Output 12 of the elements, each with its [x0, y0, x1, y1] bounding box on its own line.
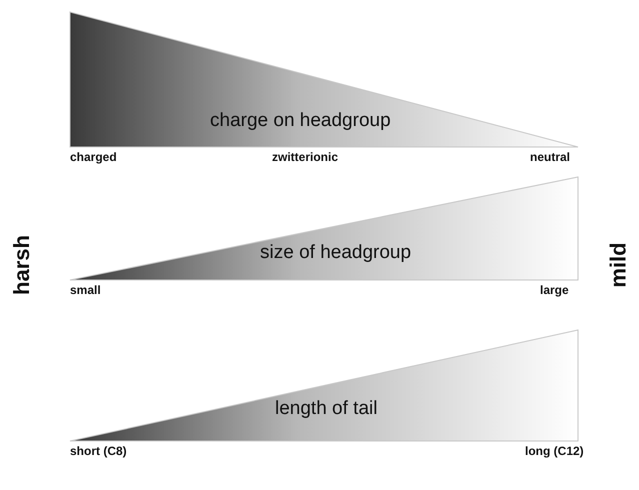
scale-tick-label: zwitterionic: [272, 150, 338, 164]
scale-tick-label: large: [540, 283, 569, 297]
scale-tick-label: short (C8): [70, 444, 127, 458]
scale-tick-label: long (C12): [525, 444, 584, 458]
scale-end-label: harsh: [8, 235, 35, 295]
wedge-label: length of tail: [275, 398, 378, 420]
wedge-label: charge on headgroup: [210, 110, 391, 132]
scale-tick-label: small: [70, 283, 101, 297]
wedge-label: size of headgroup: [260, 242, 412, 264]
scale-tick-label: charged: [70, 150, 117, 164]
scale-end-label: mild: [606, 242, 632, 288]
scale-tick-label: neutral: [530, 150, 570, 164]
